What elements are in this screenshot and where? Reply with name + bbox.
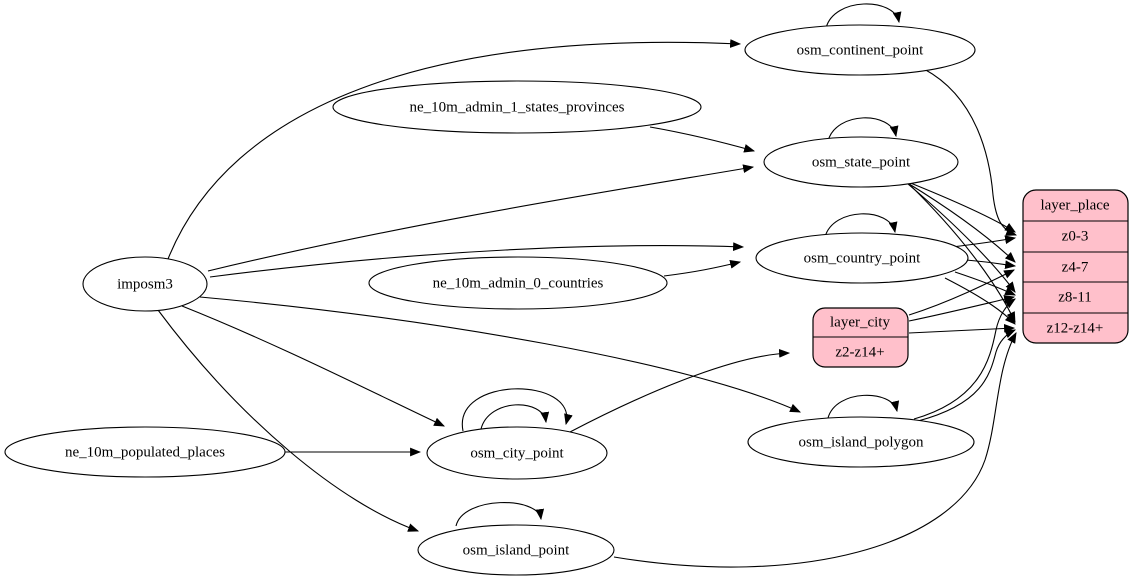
node-shape bbox=[417, 524, 615, 576]
node-imposm3: imposm3 bbox=[82, 256, 208, 312]
node-shape bbox=[747, 416, 975, 468]
node-label: osm_continent_point bbox=[797, 42, 924, 58]
node-osm_island_point: osm_island_point bbox=[417, 524, 615, 576]
node-label: ne_10m_admin_0_countries bbox=[433, 275, 604, 291]
edge-osm_country_point-layer_place-z8-11 bbox=[954, 271, 1016, 296]
record-row-z0-3: z0-3 bbox=[1062, 228, 1089, 244]
node-label: osm_country_point bbox=[804, 250, 921, 266]
edge-imposm3-osm_continent_point bbox=[167, 39, 742, 260]
edge-imposm3-osm_city_point bbox=[181, 305, 445, 427]
node-ne_10m_admin_0_countries: ne_10m_admin_0_countries bbox=[368, 256, 668, 310]
node-shape bbox=[763, 136, 959, 188]
record-title: layer_city bbox=[830, 314, 890, 330]
edge-layer_city-layer_place-z4-7 bbox=[908, 269, 1015, 316]
node-shape bbox=[332, 80, 702, 134]
node-osm_city_point: osm_city_point bbox=[426, 426, 608, 480]
edge-osm_island_point-layer_place-z12-z14 bbox=[613, 332, 1017, 568]
node-ne_10m_populated_places: ne_10m_populated_places bbox=[4, 426, 286, 478]
record-shape bbox=[1022, 189, 1129, 344]
node-label: ne_10m_admin_1_states_provinces bbox=[410, 99, 625, 115]
self-loop-outer-osm_city_point bbox=[461, 388, 573, 432]
edge-osm_island_polygon-layer_place-z12-z14 bbox=[917, 329, 1017, 422]
self-loop-osm_state_point bbox=[827, 117, 899, 142]
self-loop-osm_continent_point bbox=[825, 3, 902, 29]
node-shape bbox=[4, 426, 286, 478]
node-layer_place: layer_place z0-3 z4-7 z8-11 z12-z14+ bbox=[1022, 189, 1129, 344]
node-label: osm_city_point bbox=[470, 445, 564, 461]
edge-osm_country_point-layer_place-z0-3 bbox=[951, 235, 1017, 248]
edge-osm_city_point-layer_city-z2-z14 bbox=[569, 349, 791, 433]
edge-layer_city-layer_place-z12-z14 bbox=[908, 323, 1016, 334]
self-loop-osm_island_point bbox=[455, 502, 545, 527]
edge-osm_state_point-layer_place-z4-7 bbox=[905, 181, 1016, 263]
node-osm_state_point: osm_state_point bbox=[763, 136, 959, 188]
node-osm_country_point: osm_country_point bbox=[755, 232, 969, 284]
node-label: ne_10m_populated_places bbox=[65, 444, 225, 460]
edge-imposm3-osm_island_point bbox=[157, 309, 420, 532]
node-label: osm_state_point bbox=[812, 154, 911, 170]
record-row-z12-z14: z12-z14+ bbox=[1047, 320, 1104, 336]
node-shape bbox=[744, 24, 976, 76]
node-label: imposm3 bbox=[117, 276, 173, 292]
self-loop-osm_island_polygon bbox=[827, 394, 900, 419]
edge-osm_country_point-layer_place-z12-z14 bbox=[944, 277, 1016, 325]
edge-osm_island_polygon-layer_place-z8-11 bbox=[913, 298, 1016, 420]
edge-ne_10m_admin_0_countries-osm_country_point bbox=[663, 260, 742, 277]
edge-layer bbox=[157, 3, 1018, 568]
node-osm_continent_point: osm_continent_point bbox=[744, 24, 976, 76]
edge-osm_state_point-layer_place-z0-3 bbox=[902, 179, 1016, 233]
self-loop-inner-osm_city_point bbox=[480, 404, 550, 430]
node-layer_city: layer_city z2-z14+ bbox=[812, 307, 909, 368]
node-shape bbox=[368, 256, 668, 310]
record-row-z8-11: z8-11 bbox=[1058, 289, 1092, 305]
node-osm_island_polygon: osm_island_polygon bbox=[747, 416, 975, 468]
record-title: layer_place bbox=[1040, 197, 1109, 213]
edge-osm_country_point-layer_place-z4-7 bbox=[965, 259, 1017, 270]
edge-osm_continent_point-layer_place-z0-3 bbox=[923, 68, 1018, 236]
node-shape bbox=[755, 232, 969, 284]
node-label: osm_island_point bbox=[463, 542, 571, 558]
self-loop-osm_country_point bbox=[824, 213, 898, 238]
edge-osm_state_point-layer_place-z12-z14 bbox=[909, 184, 1016, 323]
edge-ne_10m_admin_1_states_provinces-osm_state_point bbox=[649, 126, 756, 153]
node-ne_10m_admin_1_states_provinces: ne_10m_admin_1_states_provinces bbox=[332, 80, 702, 134]
node-shape bbox=[426, 426, 608, 480]
node-label: osm_island_polygon bbox=[798, 434, 924, 450]
record-row-z2-z14: z2-z14+ bbox=[835, 344, 884, 360]
edge-imposm3-osm_island_polygon bbox=[199, 296, 802, 413]
edge-imposm3-osm_state_point bbox=[207, 164, 755, 272]
record-row-z4-7: z4-7 bbox=[1062, 259, 1089, 275]
edge-imposm3-osm_country_point bbox=[209, 242, 745, 278]
node-shape bbox=[82, 256, 208, 312]
